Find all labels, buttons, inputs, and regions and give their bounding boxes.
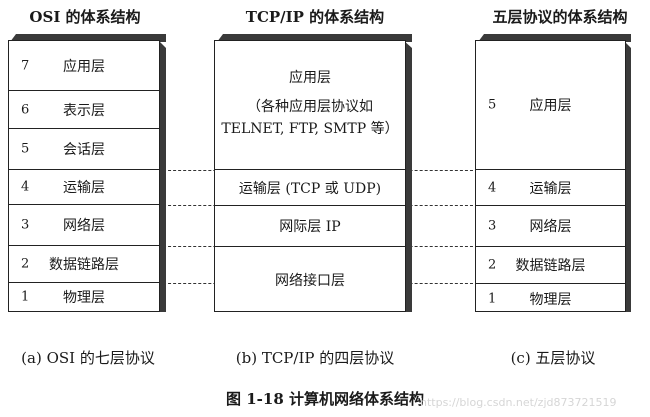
five-layer-label: 数据链路层 <box>515 258 586 274</box>
tcpip-internet-label: 网际层 IP <box>279 219 341 235</box>
five-layer-label: 运输层 <box>529 180 572 197</box>
osi-layer-number: 3 <box>21 217 30 233</box>
five-box-side <box>623 40 631 312</box>
osi-layer-label: 应用层 <box>63 58 105 75</box>
osi-layer-number: 2 <box>21 256 30 272</box>
osi-layer-1: 1 物理层 <box>9 283 159 310</box>
five-layer-number: 2 <box>488 257 497 273</box>
tcpip-title: TCP/IP 的体系结构 <box>245 8 385 26</box>
tcpip-app-protocols-line2: TELNET, FTP, SMTP 等） <box>221 121 399 137</box>
osi-layer-label: 运输层 <box>63 180 105 196</box>
five-stack: 5 应用层 4 运输层 3 网络层 2 数据链路层 1 物理层 <box>475 40 626 312</box>
five-layer-2: 2 数据链路层 <box>476 247 625 284</box>
five-layer-5: 5 应用层 <box>476 41 625 170</box>
osi-layer-7: 7 应用层 <box>9 41 159 91</box>
osi-layer-3: 3 网络层 <box>9 205 159 246</box>
tcpip-internet-layer: 网际层 IP <box>215 206 405 247</box>
osi-layer-5: 5 会话层 <box>9 129 159 170</box>
osi-layer-label: 数据链路层 <box>49 257 119 273</box>
tcpip-stack: 应用层 （各种应用层协议如 TELNET, FTP, SMTP 等） 运输层 (… <box>214 40 406 312</box>
osi-title: OSI 的体系结构 <box>29 8 141 26</box>
osi-layer-number: 6 <box>21 102 30 117</box>
osi-stack: 7 应用层 6 表示层 5 会话层 4 运输层 3 网络层 2 数据链路层 1 … <box>8 40 160 312</box>
osi-layer-number: 5 <box>21 141 30 157</box>
tcpip-caption: (b) TCP/IP 的四层协议 <box>235 349 395 367</box>
figure-caption: 图 1-18 计算机网络体系结构 <box>226 390 424 408</box>
osi-layer-label: 物理层 <box>63 289 105 306</box>
five-layer-number: 4 <box>488 180 497 195</box>
osi-layer-number: 7 <box>21 58 30 73</box>
tcpip-netif-label: 网络接口层 <box>275 273 345 289</box>
five-layer-label: 应用层 <box>529 98 572 114</box>
tcpip-transport-label: 运输层 (TCP 或 UDP) <box>238 180 382 197</box>
five-layer-4: 4 运输层 <box>476 170 625 206</box>
osi-layer-label: 表示层 <box>63 102 105 119</box>
five-layer-1: 1 物理层 <box>476 284 625 313</box>
osi-layer-4: 4 运输层 <box>9 170 159 205</box>
tcpip-network-interface-layer: 网络接口层 <box>215 247 405 313</box>
five-layer-number: 5 <box>488 97 497 113</box>
five-box-top <box>478 34 631 42</box>
watermark: https://blog.csdn.net/zjd873721519 <box>420 396 617 409</box>
osi-caption: (a) OSI 的七层协议 <box>21 349 155 367</box>
osi-layer-number: 1 <box>21 289 30 304</box>
five-layer-number: 1 <box>488 291 497 306</box>
osi-layer-6: 6 表示层 <box>9 91 159 129</box>
five-caption: (c) 五层协议 <box>510 349 596 367</box>
five-layer-label: 物理层 <box>529 291 572 308</box>
tcpip-box-top <box>217 34 412 42</box>
tcpip-transport-layer: 运输层 (TCP 或 UDP) <box>215 170 405 206</box>
osi-layer-label: 网络层 <box>63 218 105 234</box>
five-title: 五层协议的体系结构 <box>492 8 628 26</box>
osi-layer-number: 4 <box>21 179 30 195</box>
osi-box-top <box>10 34 166 42</box>
osi-box-side <box>158 40 166 312</box>
tcpip-box-side <box>403 40 412 312</box>
five-layer-3: 3 网络层 <box>476 206 625 247</box>
five-layer-label: 网络层 <box>529 219 572 235</box>
tcpip-app-protocols-line1: （各种应用层协议如 <box>247 99 373 115</box>
osi-layer-2: 2 数据链路层 <box>9 246 159 283</box>
tcpip-app-title: 应用层 <box>289 70 331 86</box>
tcpip-application-layer: 应用层 （各种应用层协议如 TELNET, FTP, SMTP 等） <box>215 41 405 170</box>
osi-layer-label: 会话层 <box>63 142 105 158</box>
five-layer-number: 3 <box>488 218 497 234</box>
